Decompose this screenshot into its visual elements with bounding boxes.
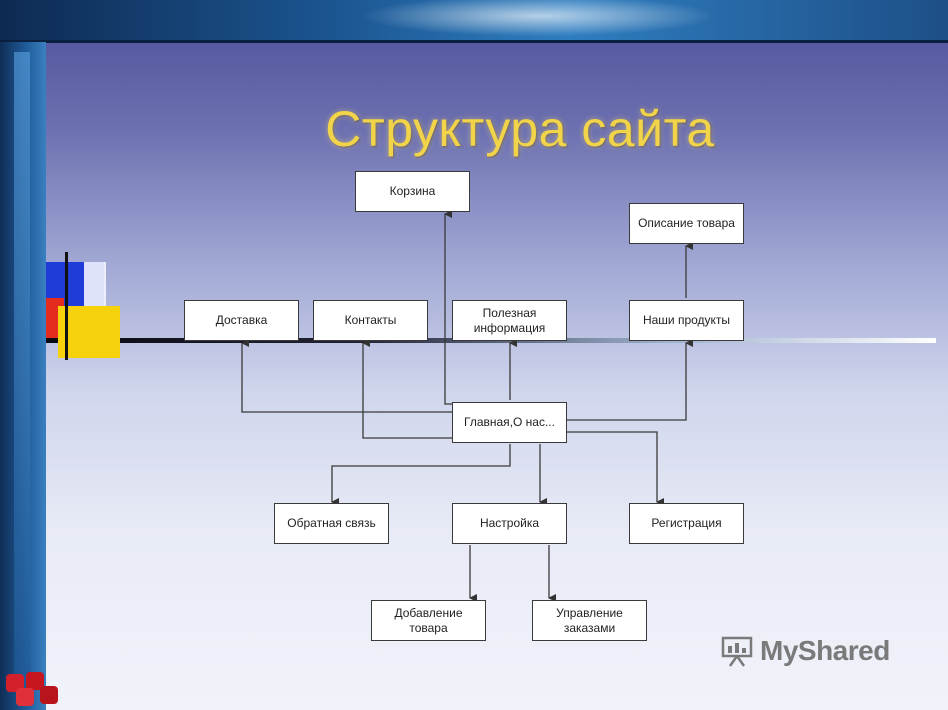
banner-highlight bbox=[330, 0, 710, 40]
node-opisanie-label: Описание товара bbox=[638, 216, 735, 230]
connector-nashi bbox=[567, 339, 693, 421]
node-dostavka-label: Доставка bbox=[215, 313, 268, 327]
node-upravlenie-label: Управление заказами bbox=[556, 605, 623, 635]
deco-vertical-line bbox=[65, 252, 68, 360]
connector-registraciya bbox=[567, 431, 664, 506]
connector-obratnaya bbox=[331, 444, 511, 506]
node-opisanie: Описание товара bbox=[629, 203, 744, 244]
node-nashi-label: Наши продукты bbox=[642, 313, 731, 327]
node-korzina: Корзина bbox=[355, 171, 470, 212]
left-banner bbox=[0, 42, 46, 710]
node-dobavlenie: Добавление товара bbox=[371, 600, 486, 641]
deco-cube-3 bbox=[16, 688, 34, 706]
deco-white-square bbox=[84, 262, 106, 306]
node-poleznaya-label: Полезная информация bbox=[473, 305, 546, 335]
node-glavnaya: Главная,О нас... bbox=[452, 402, 567, 443]
node-nastroyka-label: Настройка bbox=[479, 516, 540, 530]
watermark-text: MyShared bbox=[760, 635, 890, 666]
node-poleznaya: Полезная информация bbox=[452, 300, 567, 341]
connector-kontakty bbox=[362, 339, 452, 439]
node-registraciya-label: Регистрация bbox=[651, 516, 722, 530]
node-upravlenie: Управление заказами bbox=[532, 600, 647, 641]
connector-dostavka bbox=[241, 339, 452, 413]
deco-cube-2 bbox=[26, 672, 44, 690]
node-kontakty-label: Контакты bbox=[344, 313, 397, 327]
presentation-board-icon bbox=[721, 636, 753, 667]
decorative-icons bbox=[6, 672, 58, 706]
node-dobavlenie-label: Добавление товара bbox=[394, 605, 463, 635]
node-kontakty: Контакты bbox=[313, 300, 428, 341]
deco-cube-1 bbox=[6, 674, 24, 692]
node-glavnaya-label: Главная,О нас... bbox=[464, 415, 555, 429]
node-registraciya: Регистрация bbox=[629, 503, 744, 544]
slide-title: Структура сайта bbox=[325, 101, 715, 157]
connector-korzina bbox=[444, 210, 452, 405]
node-obratnaya: Обратная связь bbox=[274, 503, 389, 544]
top-banner bbox=[0, 0, 948, 42]
top-divider bbox=[0, 40, 948, 43]
node-nastroyka: Настройка bbox=[452, 503, 567, 544]
node-nashi: Наши продукты bbox=[629, 300, 744, 341]
deco-cube-4 bbox=[40, 686, 58, 704]
node-dostavka: Доставка bbox=[184, 300, 299, 341]
deco-yellow-square bbox=[58, 306, 120, 358]
node-korzina-label: Корзина bbox=[389, 184, 436, 198]
node-obratnaya-label: Обратная связь bbox=[287, 516, 376, 530]
left-banner-highlight bbox=[14, 52, 30, 692]
watermark: MyShared bbox=[720, 634, 890, 668]
